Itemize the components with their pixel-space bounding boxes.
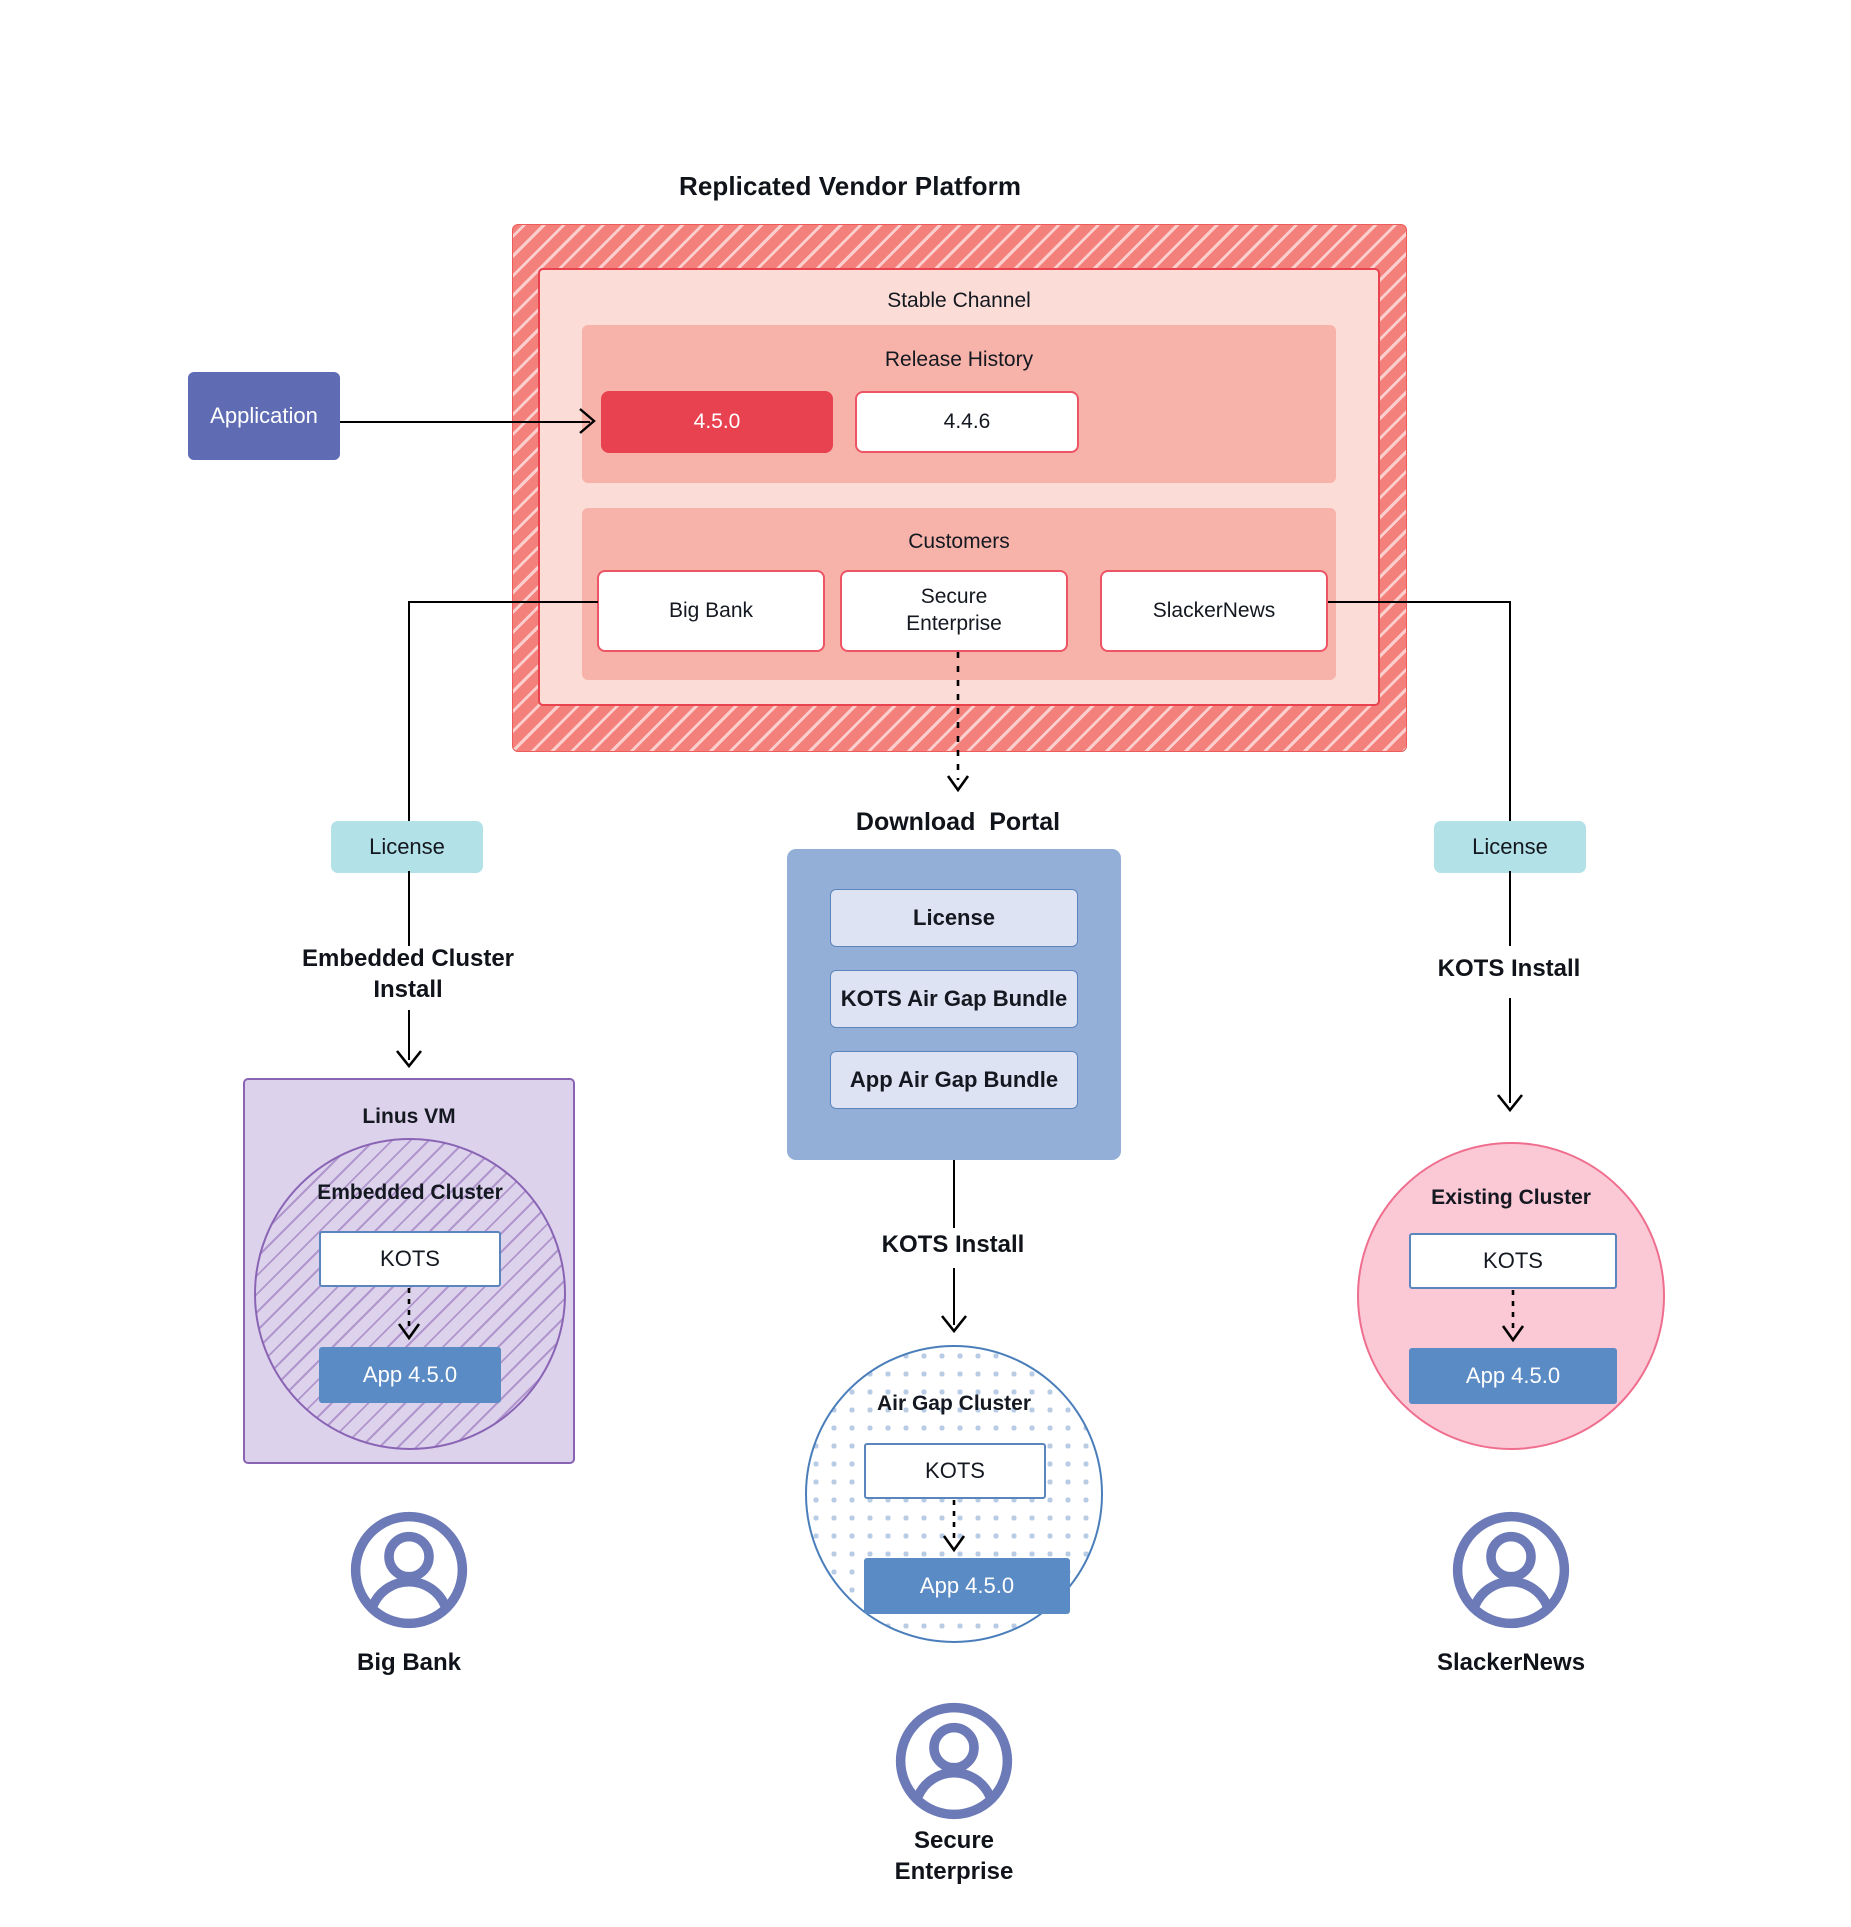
portal-item-license[interactable]: License bbox=[830, 889, 1078, 947]
avatar-slackernews bbox=[1450, 1509, 1572, 1631]
arrowhead-kots-install-right bbox=[1496, 1094, 1524, 1113]
kots-box-embedded[interactable]: KOTS bbox=[319, 1231, 501, 1287]
arrowhead-embedded-install bbox=[395, 1050, 423, 1069]
customers-title: Customers bbox=[908, 530, 1010, 553]
app-version-box-existing[interactable]: App 4.5.0 bbox=[1409, 1348, 1617, 1404]
connector-bigbank-horizontal bbox=[408, 601, 598, 603]
connector-kots-to-app-existing bbox=[1501, 1290, 1525, 1343]
license-box-left[interactable]: License bbox=[331, 821, 483, 873]
install-label-embedded-cluster: Embedded Cluster Install bbox=[301, 944, 515, 1003]
customer-chip-secure-enterprise[interactable]: Secure Enterprise bbox=[840, 570, 1068, 652]
existing-cluster-title: Existing Cluster bbox=[1431, 1186, 1591, 1209]
page-title: Replicated Vendor Platform bbox=[678, 171, 1022, 202]
connector-portal-down bbox=[953, 1160, 955, 1228]
air-gap-cluster-title: Air Gap Cluster bbox=[876, 1392, 1032, 1415]
portal-item-app-air-gap-bundle[interactable]: App Air Gap Bundle bbox=[830, 1051, 1078, 1109]
avatar-secure-enterprise bbox=[893, 1700, 1015, 1822]
application-box[interactable]: Application bbox=[188, 372, 340, 460]
customer-label-slackernews: SlackerNews bbox=[1436, 1649, 1586, 1677]
connector-license-left-down bbox=[408, 871, 410, 946]
connector-embedded-install-down bbox=[408, 1010, 410, 1060]
connector-kots-to-app-airgap bbox=[942, 1500, 966, 1553]
connector-license-right-down bbox=[1509, 871, 1511, 946]
embedded-cluster-title: Embedded Cluster bbox=[317, 1181, 503, 1204]
kots-box-airgap[interactable]: KOTS bbox=[864, 1443, 1046, 1499]
arrowhead-kots-install-center bbox=[940, 1315, 968, 1334]
install-label-kots-center: KOTS Install bbox=[881, 1231, 1025, 1259]
connector-bigbank-vertical bbox=[408, 601, 410, 844]
connector-kots-to-app-embedded bbox=[397, 1288, 421, 1341]
download-portal-title: Download Portal bbox=[855, 808, 1061, 836]
connector-application-to-release bbox=[340, 421, 590, 423]
release-history-title: Release History bbox=[884, 348, 1034, 371]
release-current[interactable]: 4.5.0 bbox=[601, 391, 833, 453]
linus-vm-title: Linus VM bbox=[362, 1105, 456, 1128]
release-previous[interactable]: 4.4.6 bbox=[855, 391, 1079, 453]
connector-slackernews-horizontal bbox=[1328, 601, 1511, 603]
app-version-box-embedded[interactable]: App 4.5.0 bbox=[319, 1347, 501, 1403]
customer-label-big-bank: Big Bank bbox=[356, 1649, 461, 1677]
customer-chip-big-bank[interactable]: Big Bank bbox=[597, 570, 825, 652]
customer-chip-slackernews[interactable]: SlackerNews bbox=[1100, 570, 1328, 652]
avatar-big-bank bbox=[348, 1509, 470, 1631]
arrowhead-application-to-release bbox=[579, 408, 596, 434]
connector-kots-install-right-down bbox=[1509, 998, 1511, 1103]
portal-item-kots-air-gap-bundle[interactable]: KOTS Air Gap Bundle bbox=[830, 970, 1078, 1028]
customer-label-secure-enterprise: Secure Enterprise bbox=[894, 1826, 1014, 1885]
install-label-kots-right: KOTS Install bbox=[1437, 955, 1581, 983]
license-box-right[interactable]: License bbox=[1434, 821, 1586, 873]
app-version-box-airgap[interactable]: App 4.5.0 bbox=[864, 1558, 1070, 1614]
connector-secure-enterprise-to-portal bbox=[946, 652, 970, 793]
connector-slackernews-vertical bbox=[1509, 601, 1511, 844]
connector-kots-install-center-down bbox=[953, 1268, 955, 1325]
kots-box-existing[interactable]: KOTS bbox=[1409, 1233, 1617, 1289]
stable-channel-title: Stable Channel bbox=[887, 289, 1031, 312]
